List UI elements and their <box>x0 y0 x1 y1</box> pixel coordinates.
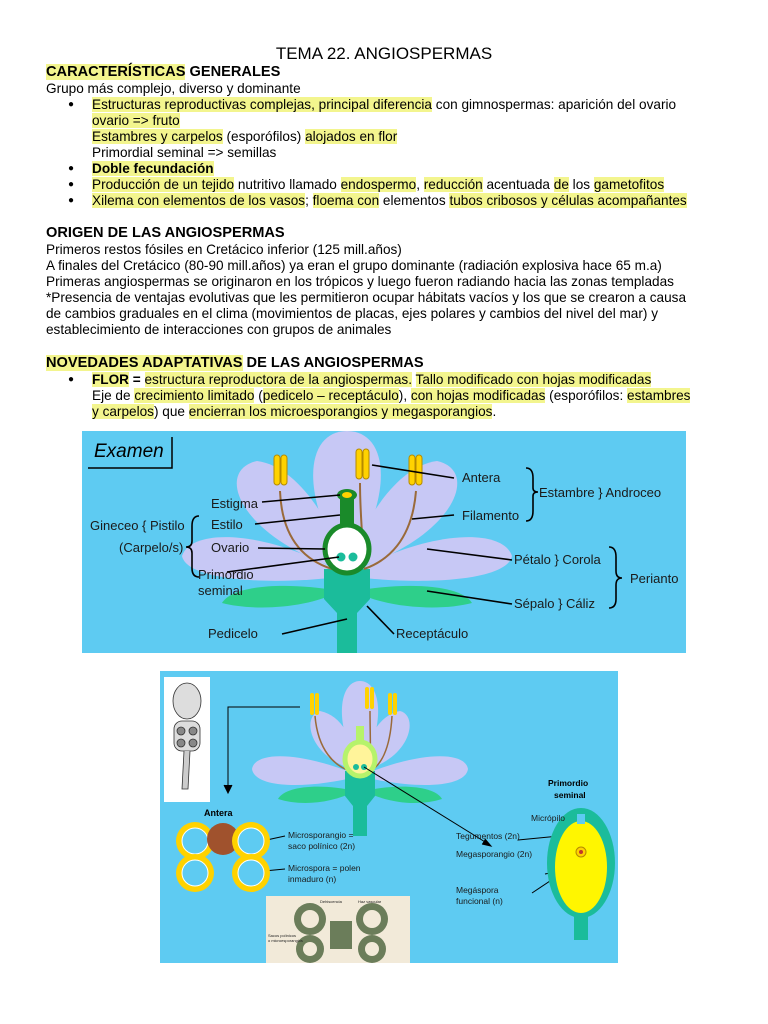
label-seminal: seminal <box>554 790 586 800</box>
flower-diagram: Examen <box>82 431 686 653</box>
sepal <box>354 585 472 608</box>
anther-section <box>176 822 270 892</box>
label-estilo: Estilo <box>211 517 243 532</box>
anther <box>408 454 416 486</box>
ovary <box>322 522 372 576</box>
list-item: Estructuras reproductivas complejas, pri… <box>46 97 736 113</box>
label-primordio: Primordio <box>548 778 588 788</box>
leader-lines <box>185 464 623 635</box>
label-estambre: Estambre } Androceo <box>539 485 661 500</box>
small-flower <box>252 681 468 836</box>
paragraph: establecimiento de interacciones con gru… <box>46 322 392 337</box>
label-sacos-polinicos: Sacos polínicos <box>268 933 296 938</box>
label-saco-polinico: saco polínico (2n) <box>288 841 355 851</box>
filament <box>279 490 333 570</box>
label-petalo: Pétalo } Corola <box>514 552 601 567</box>
label-megasporangio: Megasporangio (2n) <box>456 849 532 859</box>
anther <box>355 448 363 480</box>
anthers <box>273 448 423 486</box>
ovule <box>547 808 615 940</box>
engraving-drawing <box>172 682 202 790</box>
label-carpelo: (Carpelo/s) <box>119 540 183 555</box>
label-polen: inmaduro (n) <box>288 874 336 884</box>
label-haz-vascular: Haz vascular <box>358 899 382 904</box>
bullet-list: Estructuras reproductivas complejas, pri… <box>46 97 736 209</box>
ovule <box>336 552 346 562</box>
list-item-continuation: y carpelos) que encierran los microespor… <box>92 404 497 419</box>
list-item: Xilema con elementos de los vasos; floem… <box>46 193 736 209</box>
label-funcional: funcional (n) <box>456 896 503 906</box>
section-novedades: NOVEDADES ADAPTATIVAS DE LAS ANGIOSPERMA… <box>46 355 736 420</box>
petal <box>347 537 512 581</box>
label-microsporangio: Microsporangio = <box>288 830 353 840</box>
paragraph: A finales del Cretácico (80-90 mill.años… <box>46 258 662 273</box>
label-receptaculo: Receptáculo <box>396 626 468 641</box>
anther <box>362 448 370 480</box>
receptacle-stem <box>324 569 370 653</box>
list-item-continuation: ovario => fruto <box>92 113 180 128</box>
label-sepalo: Sépalo } Cáliz <box>514 596 595 611</box>
section-heading: CARACTERÍSTICAS GENERALES <box>46 64 281 80</box>
label-megaspora: Megáspora <box>456 885 499 895</box>
label-antera: Antera <box>462 470 501 485</box>
paragraph: Grupo más complejo, diverso y dominante <box>46 81 301 96</box>
paragraph: Primeras angiospermas se originaron en l… <box>46 274 674 289</box>
label-dehiscencia: Dehiscencia <box>320 899 343 904</box>
paragraph: *Presencia de ventajas evolutivas que le… <box>46 290 687 305</box>
label-ovario: Ovario <box>211 540 249 555</box>
label-micropilo: Micrópilo <box>531 813 565 823</box>
section-caracteristicas: CARACTERÍSTICAS GENERALES Grupo más comp… <box>46 64 736 209</box>
anther-ovule-diagram: Antera Microsporangio = saco polínico (2… <box>160 671 618 963</box>
page-title: TEMA 22. ANGIOSPERMAS <box>275 44 493 63</box>
anther <box>415 454 423 486</box>
label-pedicelo: Pedicelo <box>208 626 258 641</box>
list-item-continuation: Primordial seminal => semillas <box>92 145 277 160</box>
list-item-continuation: Eje de crecimiento limitado (pedicelo – … <box>92 388 691 403</box>
filament <box>363 490 417 570</box>
stigma-inner <box>342 492 352 498</box>
label-seminal: seminal <box>198 583 243 598</box>
list-item-continuation: Estambres y carpelos (esporófilos) aloja… <box>92 129 398 144</box>
label-perianto: Perianto <box>630 571 678 586</box>
label-microspora: Microspora = polen <box>288 863 361 873</box>
label-gineceo: Gineceo { Pistilo <box>90 518 185 533</box>
petal <box>347 461 458 571</box>
label-estigma: Estigma <box>211 496 259 511</box>
petal <box>182 537 347 581</box>
section-origen: ORIGEN DE LAS ANGIOSPERMAS Primeros rest… <box>46 225 736 338</box>
list-item: FLOR = estructura reproductora de la ang… <box>46 372 736 388</box>
list-item: Doble fecundación <box>46 161 736 177</box>
label-microesporangios: o microesporangios <box>268 938 303 943</box>
anther <box>280 454 288 486</box>
paragraph: Primeros restos fósiles en Cretácico inf… <box>46 242 402 257</box>
examen-frame <box>88 437 173 469</box>
section-heading: ORIGEN DE LAS ANGIOSPERMAS <box>46 225 285 241</box>
section-heading: NOVEDADES ADAPTATIVAS DE LAS ANGIOSPERMA… <box>46 355 424 371</box>
list-item: Producción de un tejido nutritivo llamad… <box>46 177 736 193</box>
petal <box>236 461 347 571</box>
paragraph: de cambios graduales en el clima (movimi… <box>46 306 658 321</box>
label-filamento: Filamento <box>462 508 519 523</box>
anther <box>273 454 281 486</box>
examen-label: Examen <box>94 441 164 462</box>
ovule <box>348 552 358 562</box>
label-primordio: Primordio <box>198 567 254 582</box>
label-tegumentos: Tegumentos (2n) <box>456 831 520 841</box>
sepal <box>222 585 340 608</box>
bullet-list: FLOR = estructura reproductora de la ang… <box>46 372 736 420</box>
label-antera: Antera <box>204 808 234 818</box>
